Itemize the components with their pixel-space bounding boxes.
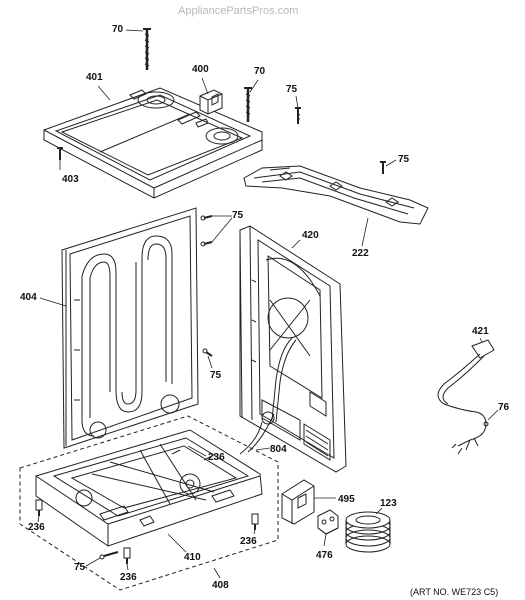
callout-236-left[interactable]: 236 (28, 522, 45, 533)
callout-222[interactable]: 222 (352, 248, 369, 259)
callout-401[interactable]: 401 (86, 72, 103, 83)
power-cord-421 (437, 339, 495, 455)
callout-495[interactable]: 495 (338, 494, 355, 505)
watermark: AppliancePartsPros.com (178, 5, 299, 17)
kit-box-408 (19, 415, 279, 591)
leveling-leg-236-right (251, 513, 259, 530)
callout-236-right[interactable]: 236 (240, 536, 257, 547)
callout-75-top[interactable]: 75 (286, 84, 298, 95)
bracket-400 (199, 89, 223, 115)
callout-70-top[interactable]: 70 (112, 24, 124, 35)
top-panel-401 (43, 87, 263, 199)
callout-804[interactable]: 804 (270, 444, 287, 455)
callout-123[interactable]: 123 (380, 498, 397, 509)
callout-400[interactable]: 400 (192, 64, 209, 75)
callout-421[interactable]: 421 (472, 326, 489, 337)
screw-75-panel-a (200, 215, 213, 221)
art-number: (ART NO. WE723 C5) (410, 587, 499, 597)
screw-70-top (143, 28, 151, 70)
leader-lines (37, 29, 499, 579)
callout-236-bottom[interactable]: 236 (120, 572, 137, 583)
callout-75-lower[interactable]: 75 (210, 370, 222, 381)
bracket-495 (281, 479, 315, 525)
callout-76[interactable]: 76 (498, 402, 510, 413)
leveling-leg-236-bottom (123, 547, 131, 564)
screw-75-panel-b (200, 241, 213, 247)
callout-403[interactable]: 403 (62, 174, 79, 185)
callout-404[interactable]: 404 (20, 292, 37, 303)
screw-75-rail (380, 161, 386, 174)
screw-70-right (244, 87, 252, 122)
rail-222 (243, 165, 429, 225)
callout-236-top[interactable]: 236 (208, 452, 225, 463)
screw-75-top (295, 107, 301, 124)
callout-408[interactable]: 408 (212, 580, 229, 591)
cord-804 (239, 413, 275, 455)
terminal-block-476 (317, 509, 339, 535)
leveling-leg-236-left (35, 499, 43, 516)
callout-410[interactable]: 410 (184, 552, 201, 563)
screw-75-panel-c (202, 348, 213, 357)
callout-476[interactable]: 476 (316, 550, 333, 561)
callout-75-bottom[interactable]: 75 (74, 562, 86, 573)
side-panel-404 (61, 207, 199, 449)
vent-duct-123 (345, 511, 391, 553)
screw-75-bottom (99, 551, 119, 560)
callout-75-rail[interactable]: 75 (398, 154, 410, 165)
callout-70-right[interactable]: 70 (254, 66, 266, 77)
base-410 (35, 429, 263, 547)
cabinet-back-420 (239, 225, 347, 473)
callout-75-panel[interactable]: 75 (232, 210, 244, 221)
screw-403 (57, 147, 63, 160)
callout-420[interactable]: 420 (302, 230, 319, 241)
